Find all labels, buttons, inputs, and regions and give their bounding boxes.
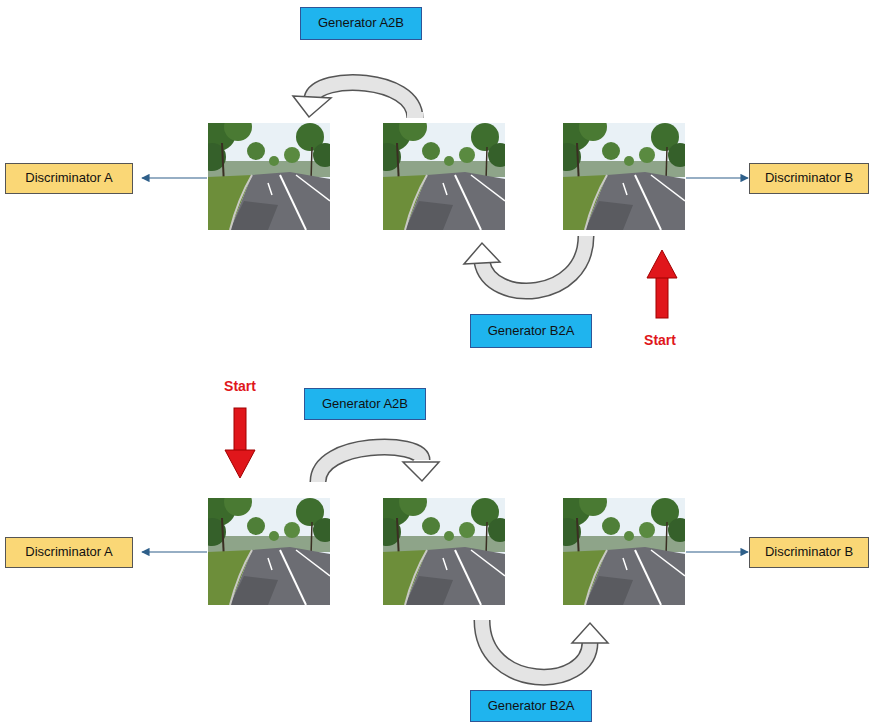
box-label: Discriminator A [25, 544, 112, 560]
curved-arrow [293, 83, 423, 118]
box-label: Generator B2A [488, 323, 575, 339]
discriminator-box: Discriminator A [5, 163, 133, 194]
curved-arrow [482, 620, 608, 677]
box-label: Generator B2A [488, 698, 575, 714]
leader-line [142, 551, 207, 552]
box-label: Generator A2B [318, 15, 404, 31]
discriminator-box: Discriminator B [749, 537, 869, 568]
box-label: Discriminator A [25, 170, 112, 186]
curved-arrow [318, 447, 439, 482]
street-photo [553, 488, 692, 605]
discriminator-box: Discriminator A [5, 537, 133, 568]
generator-box: Generator B2A [470, 690, 592, 722]
start-arrow [225, 408, 255, 478]
street-photo [198, 113, 337, 230]
street-photo [198, 488, 337, 605]
start-arrow [647, 250, 677, 318]
start-label: Start [224, 378, 256, 394]
leader-line [686, 551, 748, 552]
curved-arrow [464, 236, 586, 291]
box-label: Discriminator B [765, 544, 853, 560]
generator-box: Generator B2A [470, 314, 592, 348]
street-photo [373, 488, 512, 605]
discriminator-box: Discriminator B [749, 163, 869, 194]
box-label: Discriminator B [765, 170, 853, 186]
generator-box: Generator A2B [304, 388, 426, 420]
generator-box: Generator A2B [300, 7, 422, 40]
leader-line [686, 177, 748, 178]
street-photo [553, 113, 692, 230]
street-photo [373, 113, 512, 230]
box-label: Generator A2B [322, 396, 408, 412]
leader-line [142, 177, 207, 178]
start-label: Start [644, 332, 676, 348]
